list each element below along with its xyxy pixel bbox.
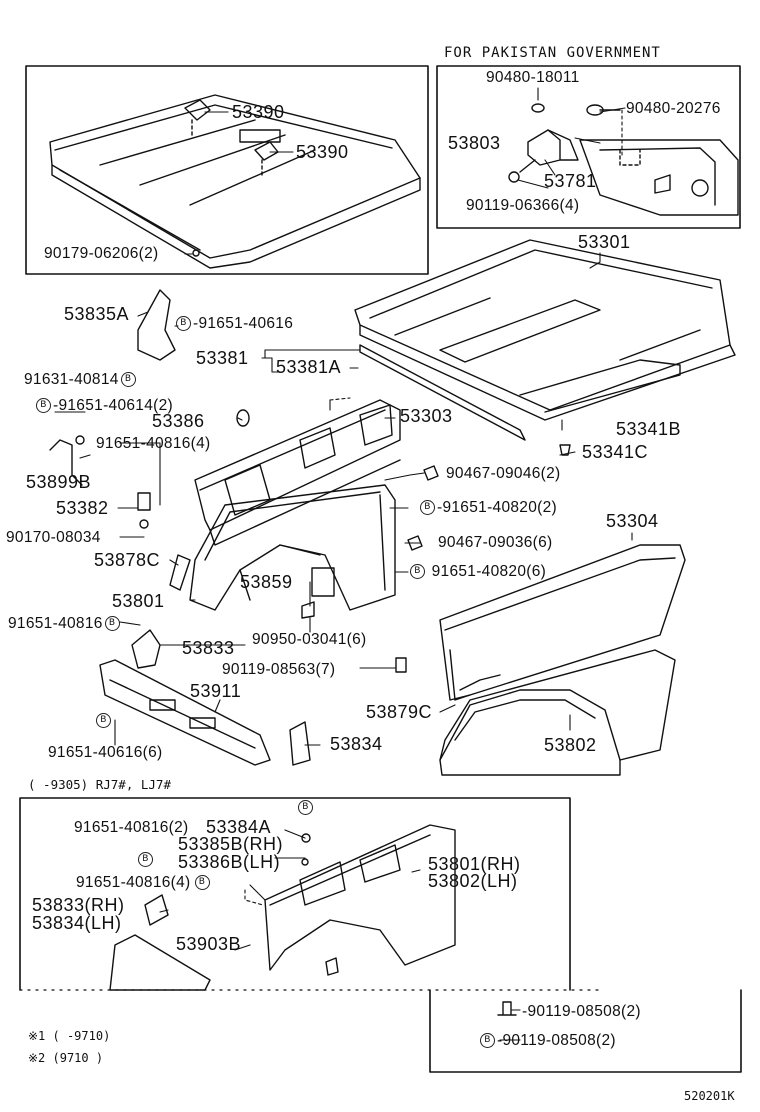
b-mark: B <box>194 875 210 891</box>
part-label-90119-06366: 90119-06366(4) <box>466 197 580 214</box>
part-label-91651-40614: B-91651-40614(2) <box>36 398 173 414</box>
part-label-53381A: 53381A <box>276 357 342 377</box>
part-label-90179-06206: 90179-06206(2) <box>44 245 159 262</box>
part-label-53390b: 53390 <box>296 142 349 162</box>
b-mark: B <box>298 800 313 816</box>
part-label-90467-09036: 90467-09036(6) <box>438 534 553 551</box>
hood-inset-frame <box>25 65 429 275</box>
bottom-bolt-drawing <box>497 1001 517 1016</box>
b-mark: B <box>480 1033 495 1049</box>
b-mark: B <box>410 564 425 580</box>
part-label-53879C: 53879C <box>366 702 433 722</box>
b-mark: B <box>120 372 136 388</box>
part-label-53899B: 53899B <box>26 472 92 492</box>
part-label-91651-40616: B-91651-40616 <box>176 316 293 332</box>
inset-hood-drawing <box>49 94 421 269</box>
part-label-53341B: 53341B <box>616 419 682 439</box>
part-label-90170-08034: 90170-08034 <box>6 529 101 546</box>
pakistan-inset-frame <box>436 65 741 229</box>
leader-lines <box>54 87 633 1041</box>
part-label-53386: 53386 <box>152 411 205 431</box>
part-label-53833: 53833 <box>182 638 235 658</box>
part-label-53303: 53303 <box>400 406 453 426</box>
part-label-91651-40616-6: 91651-40616(6) <box>48 744 163 761</box>
part-label-90480-20276: 90480-20276 <box>626 100 721 117</box>
b-mark: B <box>96 713 111 729</box>
cowl-53303-drawing <box>194 399 401 546</box>
part-label-53781: 53781 <box>544 171 597 191</box>
part-label-53301: 53301 <box>578 232 631 252</box>
b-mark-53911: B <box>96 713 113 729</box>
bolt-inset-frame <box>429 989 742 1073</box>
part-label-53878C: 53878C <box>94 550 161 570</box>
part-label-53859: 53859 <box>240 572 293 592</box>
figure-code: 520201K <box>684 1089 735 1103</box>
part-label-53803: 53803 <box>448 133 501 153</box>
part-label-91651-40820-6: B 91651-40820(6) <box>410 564 546 580</box>
apron-53801-drawing <box>189 484 396 611</box>
b-mark: B <box>36 398 51 414</box>
part-label-53903B: 53903B <box>176 934 242 954</box>
part-label-90119-08508b: B-90119-08508(2) <box>480 1033 616 1049</box>
part-label-91651-40816-4b: 91651-40816(4)B <box>76 875 212 891</box>
part-label-53834LH: 53834(LH) <box>32 913 122 933</box>
part-label-53382: 53382 <box>56 498 109 518</box>
fender-drawing <box>439 544 686 776</box>
b-mark: B <box>104 616 120 632</box>
footnote-2: ※2 (9710 ) <box>28 1051 104 1065</box>
part-label-53390a: 53390 <box>232 102 285 122</box>
part-label-53381: 53381 <box>196 348 249 368</box>
part-label-53802: 53802 <box>544 735 597 755</box>
b-mark-variant-2: B <box>138 852 155 868</box>
part-label-53911: 53911 <box>190 681 242 701</box>
variant-range-header: ( -9305) RJ7#, LJ7# <box>28 777 171 792</box>
part-label-90467-09046: 90467-09046(2) <box>446 465 561 482</box>
part-label-91651-40816-2: 91651-40816(2) <box>74 819 189 836</box>
part-label-91651-40820-2: B-91651-40820(2) <box>420 500 557 516</box>
part-label-53835A: 53835A <box>64 304 130 324</box>
part-label-91651-40816-4: 91651-40816(4) <box>96 435 211 452</box>
part-label-53304: 53304 <box>606 511 659 531</box>
part-label-90119-08563: 90119-08563(7) <box>222 661 336 678</box>
part-label-53802LH: 53802(LH) <box>428 871 518 891</box>
small-parts-drawing <box>49 289 571 766</box>
b-mark-variant-1: B <box>298 800 315 816</box>
part-label-53801RH: 53801(RH) <box>428 854 521 874</box>
variant-inset-drawing <box>109 824 456 991</box>
part-label-53833RH: 53833(RH) <box>32 895 125 915</box>
part-label-90119-08508a: -90119-08508(2) <box>522 1003 641 1020</box>
part-label-90480-18011: 90480-18011 <box>486 69 580 86</box>
footnote-1: ※1 ( -9710) <box>28 1029 111 1043</box>
hood-53301-drawing <box>354 239 736 441</box>
part-label-53801: 53801 <box>112 591 165 611</box>
b-mark: B <box>138 852 153 868</box>
variant-inset-frame <box>19 797 571 991</box>
b-mark: B <box>420 500 435 516</box>
part-label-90950-03041: 90950-03041(6) <box>252 631 367 648</box>
part-label-53341C: 53341C <box>582 442 649 462</box>
b-mark: B <box>176 316 191 332</box>
part-label-53385B: 53385B(RH) <box>178 834 284 854</box>
part-label-53386B: 53386B(LH) <box>178 852 281 872</box>
part-label-53834: 53834 <box>330 734 383 754</box>
part-label-53384A: 53384A <box>206 817 272 837</box>
pakistan-title: FOR PAKISTAN GOVERNMENT <box>444 45 661 61</box>
